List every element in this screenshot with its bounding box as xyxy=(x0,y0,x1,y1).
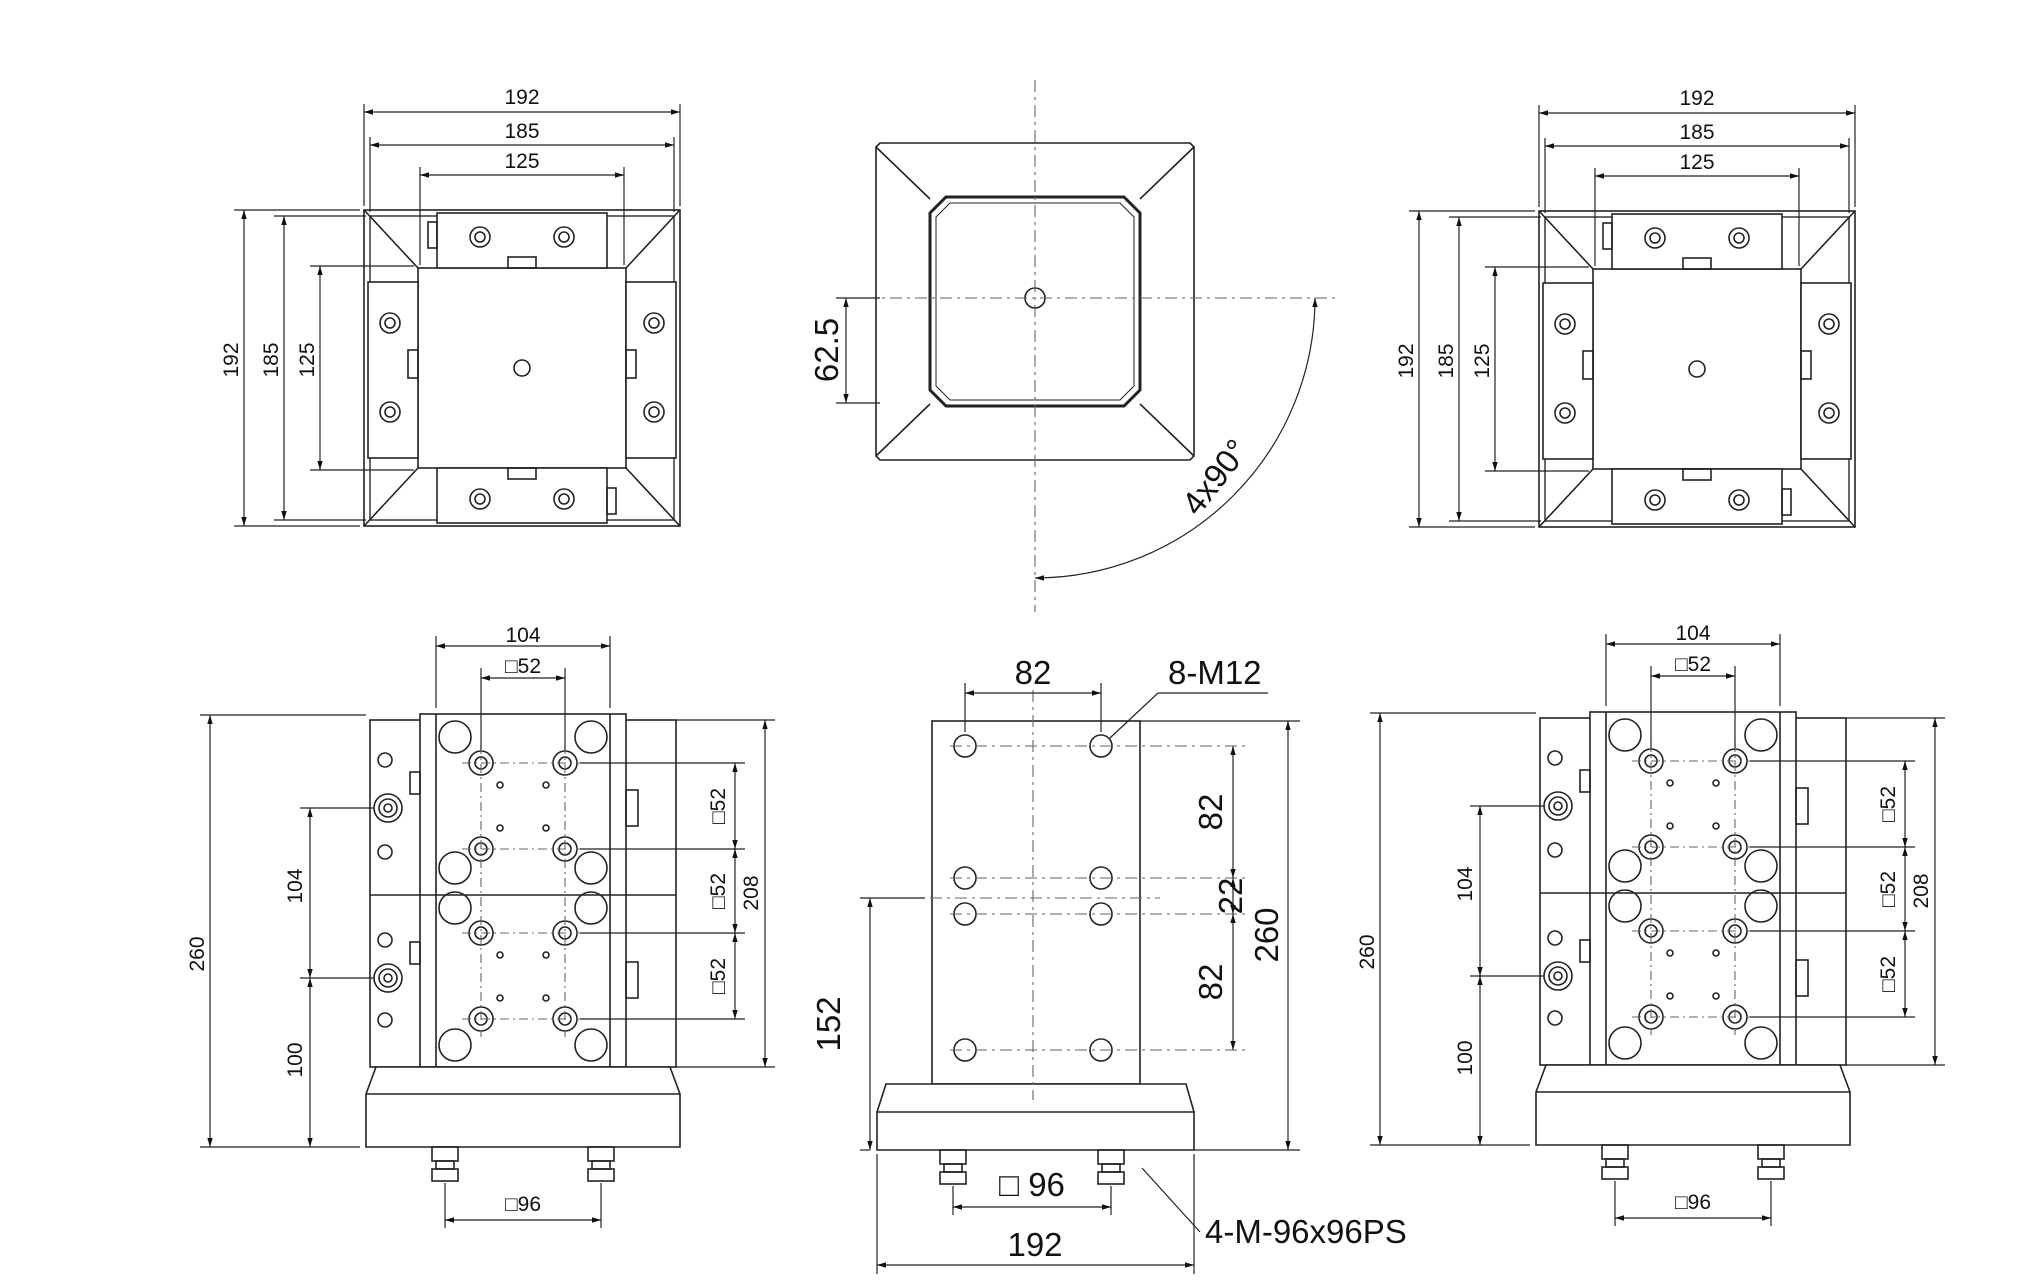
dim-width-192: 192 xyxy=(504,86,539,109)
dim-bottom-square-96: □96 xyxy=(505,1193,541,1216)
top-center-view: 62.5 4x90° xyxy=(808,80,1335,612)
dim-top-square-52: □52 xyxy=(1675,653,1711,676)
pin-note: 4-M-96x96PS xyxy=(1205,1213,1407,1250)
bottom-left-view: 104 □52 260 104 100 □52 □52 □52 208 □96 xyxy=(186,624,775,1228)
dim-total-height-260: 260 xyxy=(1356,934,1379,969)
dim-top-width-104: 104 xyxy=(505,624,540,647)
thread-note: 8-M12 xyxy=(1168,654,1262,691)
dim-right-square-52-b: □52 xyxy=(707,873,730,909)
dim-total-height-260: 260 xyxy=(186,936,209,971)
dim-total-height-260: 260 xyxy=(1248,907,1285,962)
dim-width-125: 125 xyxy=(504,150,539,173)
dim-bottom-square-96: □96 xyxy=(1675,1191,1711,1214)
dim-right-total-208: 208 xyxy=(740,875,763,910)
dim-top-square-52: □52 xyxy=(505,655,541,678)
bottom-right-view: 104 □52 260 104 100 □52 □52 □52 208 □96 xyxy=(1356,622,1945,1226)
dim-base-offset-100: 100 xyxy=(284,1042,307,1077)
dim-right-square-52-c: □52 xyxy=(1877,956,1900,992)
dim-height-185: 185 xyxy=(1435,343,1458,378)
dim-vertical-82-a: 82 xyxy=(1192,794,1229,831)
dim-right-square-52-a: □52 xyxy=(1877,786,1900,822)
dim-height-125: 125 xyxy=(296,342,319,377)
dim-top-width-104: 104 xyxy=(1675,622,1710,645)
dim-vertical-82-b: 82 xyxy=(1192,964,1229,1001)
dim-offset-62-5: 62.5 xyxy=(808,318,845,382)
dim-height-185: 185 xyxy=(260,342,283,377)
dim-base-width-192: 192 xyxy=(1007,1226,1062,1263)
dim-right-square-52-a: □52 xyxy=(707,788,730,824)
bottom-center-view: 82 8-M12 82 22 82 260 152 □ 96 192 4-M-9… xyxy=(810,654,1407,1274)
dim-hole-spacing-82: 82 xyxy=(1015,654,1052,691)
dim-pitch-104: 104 xyxy=(1454,866,1477,901)
top-right-view: 192 185 125 192 185 125 xyxy=(1395,87,1856,528)
dim-width-192: 192 xyxy=(1679,87,1714,110)
dim-vertical-22: 22 xyxy=(1212,878,1249,915)
dim-height-125: 125 xyxy=(1471,343,1494,378)
dim-offset-152: 152 xyxy=(810,996,847,1051)
dim-width-185: 185 xyxy=(504,120,539,143)
dim-base-offset-100: 100 xyxy=(1454,1040,1477,1075)
dim-right-square-52-b: □52 xyxy=(1877,871,1900,907)
dim-width-185: 185 xyxy=(1679,121,1714,144)
dim-right-total-208: 208 xyxy=(1910,873,1933,908)
dim-pitch-104: 104 xyxy=(284,868,307,903)
dim-width-125: 125 xyxy=(1679,151,1714,174)
dim-height-192: 192 xyxy=(220,342,243,377)
dim-square-96: □ 96 xyxy=(999,1166,1065,1203)
dim-height-192: 192 xyxy=(1395,343,1418,378)
top-left-view: 192 185 125 192 185 125 xyxy=(220,86,681,527)
dim-right-square-52-c: □52 xyxy=(707,958,730,994)
